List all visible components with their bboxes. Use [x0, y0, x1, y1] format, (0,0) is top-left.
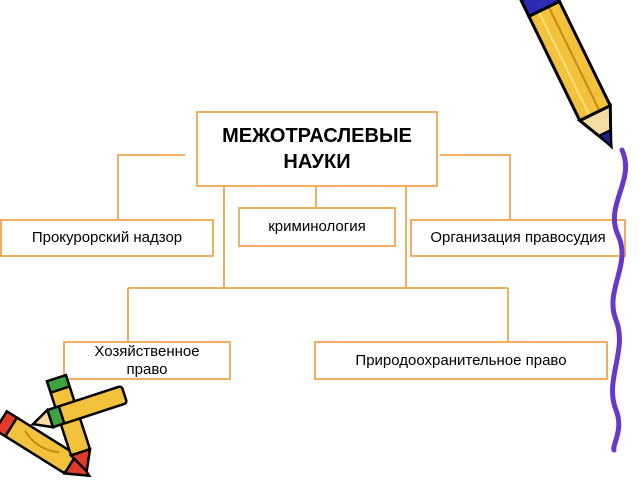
root-node: МЕЖОТРАСЛЕВЫЕ НАУКИ: [196, 111, 438, 187]
node-environmental-label: Природоохранительное право: [355, 351, 567, 369]
node-prosecutor: Прокурорский надзор: [0, 219, 214, 257]
node-economic-label-line2: право: [126, 360, 168, 378]
node-economic: Хозяйственное право: [63, 341, 231, 380]
node-justice: Организация правосудия: [410, 219, 626, 257]
root-label-line2: НАУКИ: [283, 151, 351, 173]
node-economic-label-line1: Хозяйственное: [94, 342, 200, 360]
node-environmental: Природоохранительное право: [314, 341, 608, 380]
connector-root-prosecutor: [117, 154, 185, 220]
node-prosecutor-label: Прокурорский надзор: [31, 229, 183, 246]
node-criminology-label: криминология: [268, 218, 366, 235]
node-justice-label: Организация правосудия: [430, 229, 606, 246]
root-label-line1: МЕЖОТРАСЛЕВЫЕ: [222, 125, 412, 147]
connector-root-justice: [440, 154, 511, 220]
node-criminology: криминология: [238, 207, 396, 247]
